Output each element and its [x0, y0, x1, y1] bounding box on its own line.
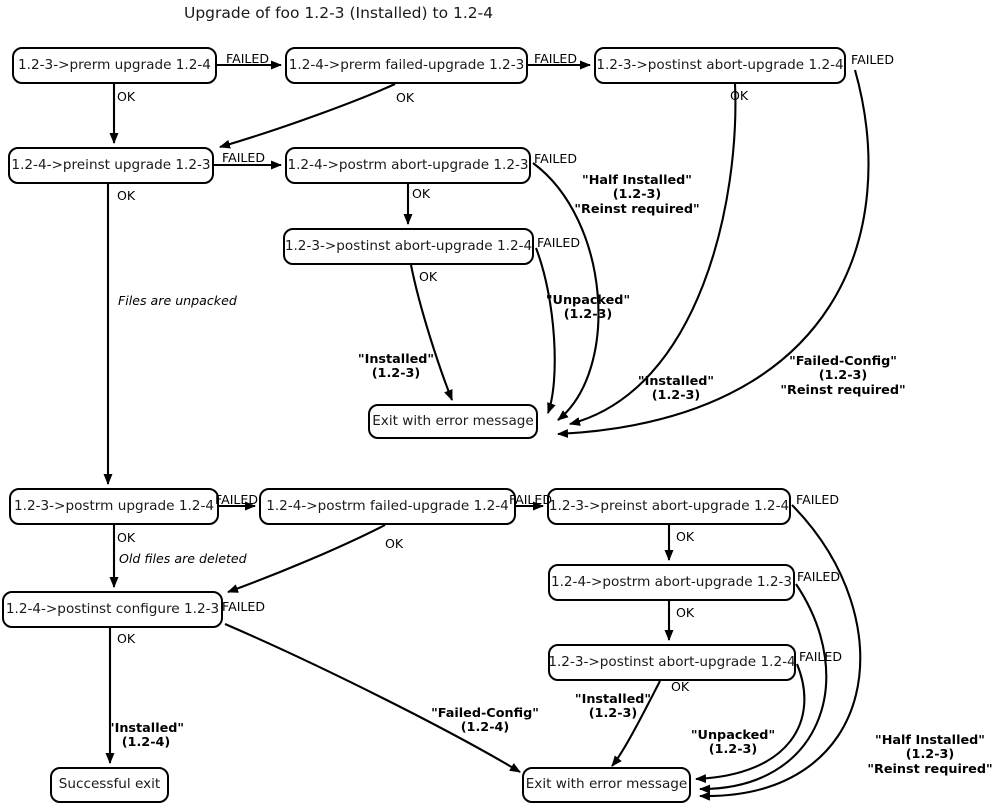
state-line-2: (1.2-3): [371, 366, 421, 382]
edge-label-failed: FAILED: [851, 52, 895, 67]
edge-label-failed: FAILED: [797, 569, 841, 584]
state-line-2: (1.2-3): [563, 307, 613, 323]
state-label-failed-config-124: "Failed-Config" (1.2-4): [431, 706, 539, 736]
edge-label-ok: OK: [676, 529, 695, 544]
state-line-1: "Half Installed": [582, 173, 692, 188]
edge-label-ok: OK: [730, 88, 749, 103]
edge-label-failed: FAILED: [796, 492, 840, 507]
state-line-1: "Unpacked": [690, 728, 776, 743]
node-postinst-abort-upgrade-upper[interactable]: 1.2-3->postinst abort-upgrade 1.2-4: [283, 228, 534, 265]
state-label-half-installed: "Half Installed" (1.2-3) "Reinst require…: [867, 733, 993, 777]
state-label-installed: "Installed" (1.2-3): [574, 692, 652, 722]
state-line-1: "Half Installed": [875, 733, 985, 748]
node-postinst-abort-upgrade-top[interactable]: 1.2-3->postinst abort-upgrade 1.2-4: [594, 47, 846, 84]
edge-label-ok: OK: [117, 89, 136, 104]
state-line-1: "Installed": [107, 721, 185, 736]
edge-n2-n4: [219, 83, 396, 149]
state-line-2: (1.2-3): [818, 368, 868, 384]
edge-label-failed: FAILED: [226, 51, 270, 66]
edge-label-failed: FAILED: [509, 492, 553, 507]
node-exit-with-error-message-upper[interactable]: Exit with error message: [368, 404, 538, 439]
edge-label-ok: OK: [117, 530, 136, 545]
state-line-2: (1.2-3): [612, 187, 662, 203]
edge-label-ok: OK: [385, 536, 404, 551]
state-line-2: (1.2-4): [460, 720, 510, 736]
edge-label-failed: FAILED: [534, 51, 578, 66]
edge-label-ok: OK: [117, 631, 136, 646]
edge-label-ok: OK: [117, 188, 136, 203]
edge-n9-n13: [227, 524, 386, 593]
state-line-3: "Reinst required": [574, 201, 700, 217]
note-files-are-unpacked: Files are unpacked: [118, 293, 237, 308]
node-successful-exit[interactable]: Successful exit: [50, 767, 169, 803]
node-postrm-failed-upgrade[interactable]: 1.2-4->postrm failed-upgrade 1.2-4: [259, 488, 516, 525]
node-exit-with-error-message-lower[interactable]: Exit with error message: [522, 767, 691, 803]
state-label-installed: "Installed" (1.2-3): [637, 374, 715, 404]
edge-label-ok: OK: [412, 186, 431, 201]
state-label-unpacked: "Unpacked" (1.2-3): [690, 728, 776, 758]
node-postrm-abort-upgrade-upper[interactable]: 1.2-4->postrm abort-upgrade 1.2-3: [285, 147, 531, 184]
edge-label-failed: FAILED: [799, 649, 843, 664]
state-line-1: "Unpacked": [545, 293, 631, 308]
state-line-2: (1.2-3): [588, 706, 638, 722]
edge-label-ok: OK: [676, 605, 695, 620]
edge-n13-n15: [224, 623, 521, 773]
edge-label-failed: FAILED: [534, 151, 578, 166]
node-preinst-abort-upgrade[interactable]: 1.2-3->preinst abort-upgrade 1.2-4: [547, 488, 791, 525]
edge-label-failed: FAILED: [215, 492, 259, 507]
edge-label-failed: FAILED: [222, 599, 266, 614]
state-line-1: "Installed": [357, 352, 435, 367]
edge-n12-n15-failed: [695, 663, 806, 784]
state-label-installed-124: "Installed" (1.2-4): [107, 721, 185, 751]
state-label-failed-config: "Failed-Config" (1.2-3) "Reinst required…: [780, 354, 906, 398]
note-old-files-are-deleted: Old files are deleted: [119, 551, 247, 566]
state-line-1: "Failed-Config": [789, 354, 897, 369]
node-preinst-upgrade[interactable]: 1.2-4->preinst upgrade 1.2-3: [8, 147, 214, 184]
page-title: Upgrade of foo 1.2-3 (Installed) to 1.2-…: [184, 4, 494, 22]
node-postinst-abort-upgrade-lower[interactable]: 1.2-3->postinst abort-upgrade 1.2-4: [548, 644, 796, 681]
edge-label-ok: OK: [671, 679, 690, 694]
node-postrm-abort-upgrade-lower[interactable]: 1.2-4->postrm abort-upgrade 1.2-3: [548, 564, 795, 601]
edge-label-failed: FAILED: [537, 235, 581, 250]
state-line-2: (1.2-3): [708, 742, 758, 758]
node-postinst-configure[interactable]: 1.2-4->postinst configure 1.2-3: [2, 591, 223, 628]
node-prerm-failed-upgrade[interactable]: 1.2-4->prerm failed-upgrade 1.2-3: [285, 47, 528, 84]
state-line-1: "Failed-Config": [431, 706, 539, 721]
state-line-3: "Reinst required": [867, 761, 993, 777]
state-line-1: "Installed": [637, 374, 715, 389]
node-postrm-upgrade[interactable]: 1.2-3->postrm upgrade 1.2-4: [9, 488, 219, 525]
state-line-2: (1.2-3): [905, 747, 955, 763]
edge-n3-n7-ok: [569, 83, 737, 426]
edge-label-ok: OK: [419, 269, 438, 284]
edge-n11-n15-failed: [699, 583, 828, 794]
edge-label-failed: FAILED: [222, 150, 266, 165]
node-prerm-upgrade[interactable]: 1.2-3->prerm upgrade 1.2-4: [12, 47, 217, 84]
edge-label-ok: OK: [396, 90, 415, 105]
state-line-3: "Reinst required": [780, 382, 906, 398]
state-line-2: (1.2-3): [651, 388, 701, 404]
state-label-unpacked: "Unpacked" (1.2-3): [545, 293, 631, 323]
state-line-2: (1.2-4): [121, 735, 171, 751]
state-label-half-installed: "Half Installed" (1.2-3) "Reinst require…: [574, 173, 700, 217]
state-label-installed: "Installed" (1.2-3): [357, 352, 435, 382]
edge-n6-n7-failed: [535, 247, 556, 414]
state-line-1: "Installed": [574, 692, 652, 707]
